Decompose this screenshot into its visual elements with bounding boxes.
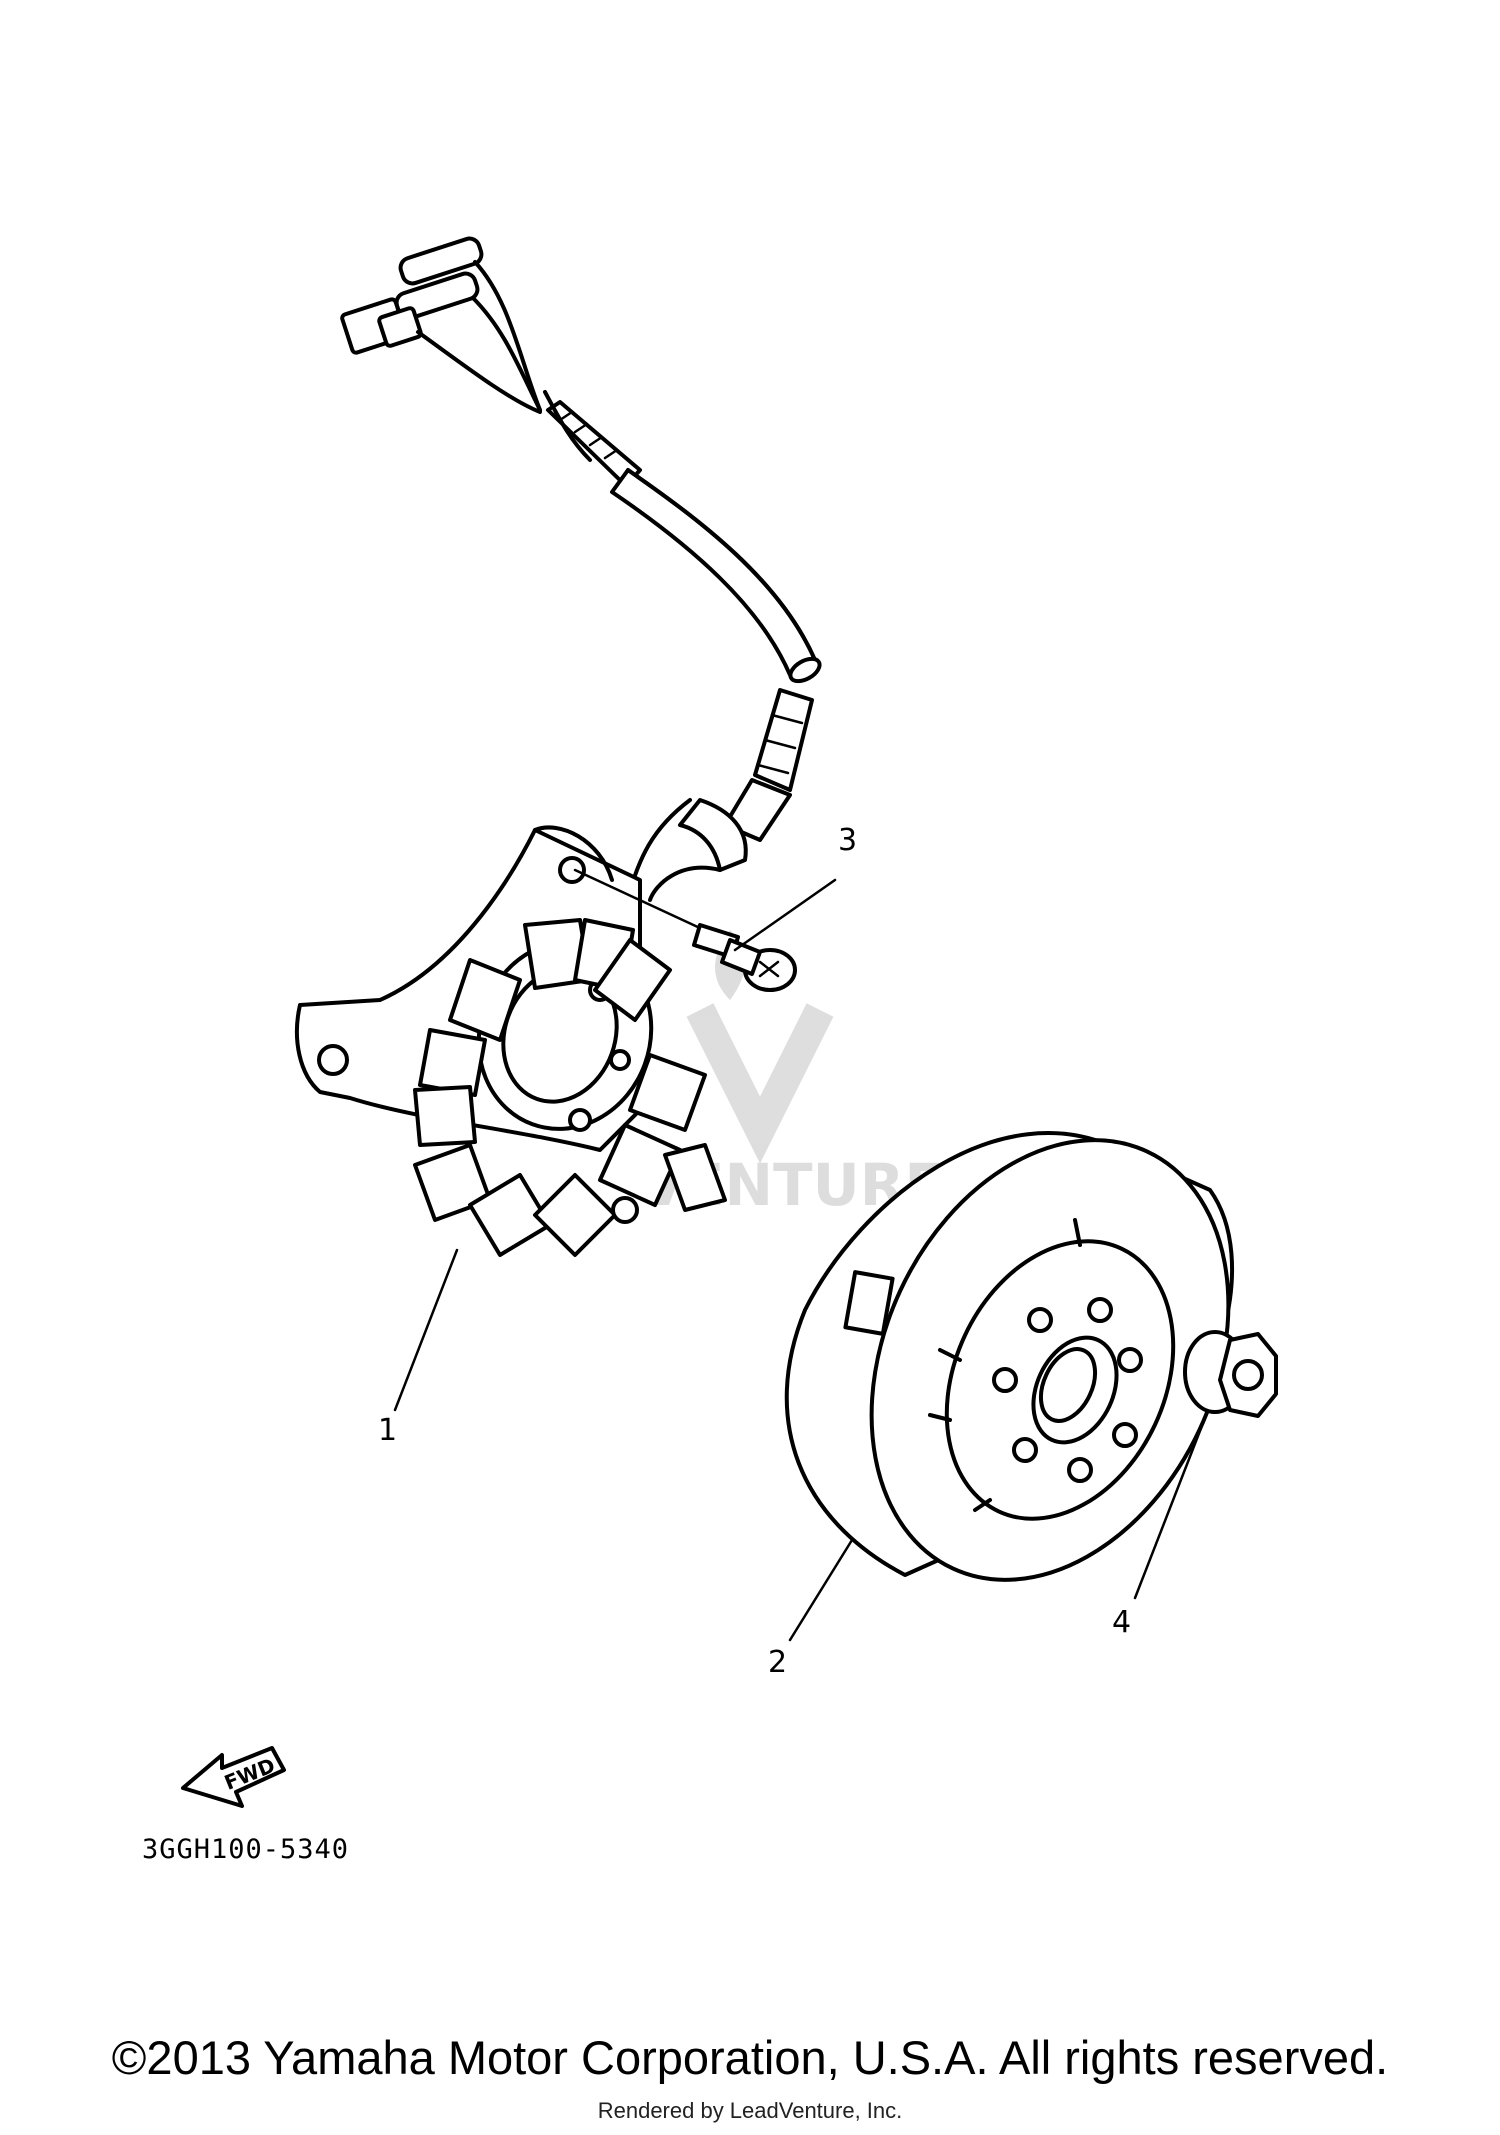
flywheel-rotor bbox=[784, 1131, 1235, 1582]
fwd-arrow-icon: FWD bbox=[181, 1746, 286, 1808]
wire-harness bbox=[546, 400, 822, 902]
leader-line-1 bbox=[393, 1248, 459, 1412]
callout-2: 2 bbox=[768, 1645, 787, 1680]
leader-line-3 bbox=[733, 878, 837, 952]
callout-3: 3 bbox=[838, 823, 857, 858]
diagram-part-code: 3GGH100-5340 bbox=[142, 1834, 350, 1865]
stator-assembly bbox=[295, 825, 727, 1257]
wire-connectors bbox=[340, 236, 592, 462]
screw-part-3 bbox=[573, 868, 797, 992]
copyright-text: ©2013 Yamaha Motor Corporation, U.S.A. A… bbox=[111, 2031, 1389, 2084]
callout-1: 1 bbox=[378, 1413, 397, 1448]
stator-coils bbox=[413, 918, 727, 1257]
leader-line-4 bbox=[1133, 1416, 1207, 1600]
callout-4: 4 bbox=[1112, 1605, 1131, 1640]
rendered-by-text: Rendered by LeadVenture, Inc. bbox=[597, 2098, 903, 2123]
nut-part-4 bbox=[1183, 1330, 1278, 1418]
leader-line-2 bbox=[788, 1538, 854, 1642]
